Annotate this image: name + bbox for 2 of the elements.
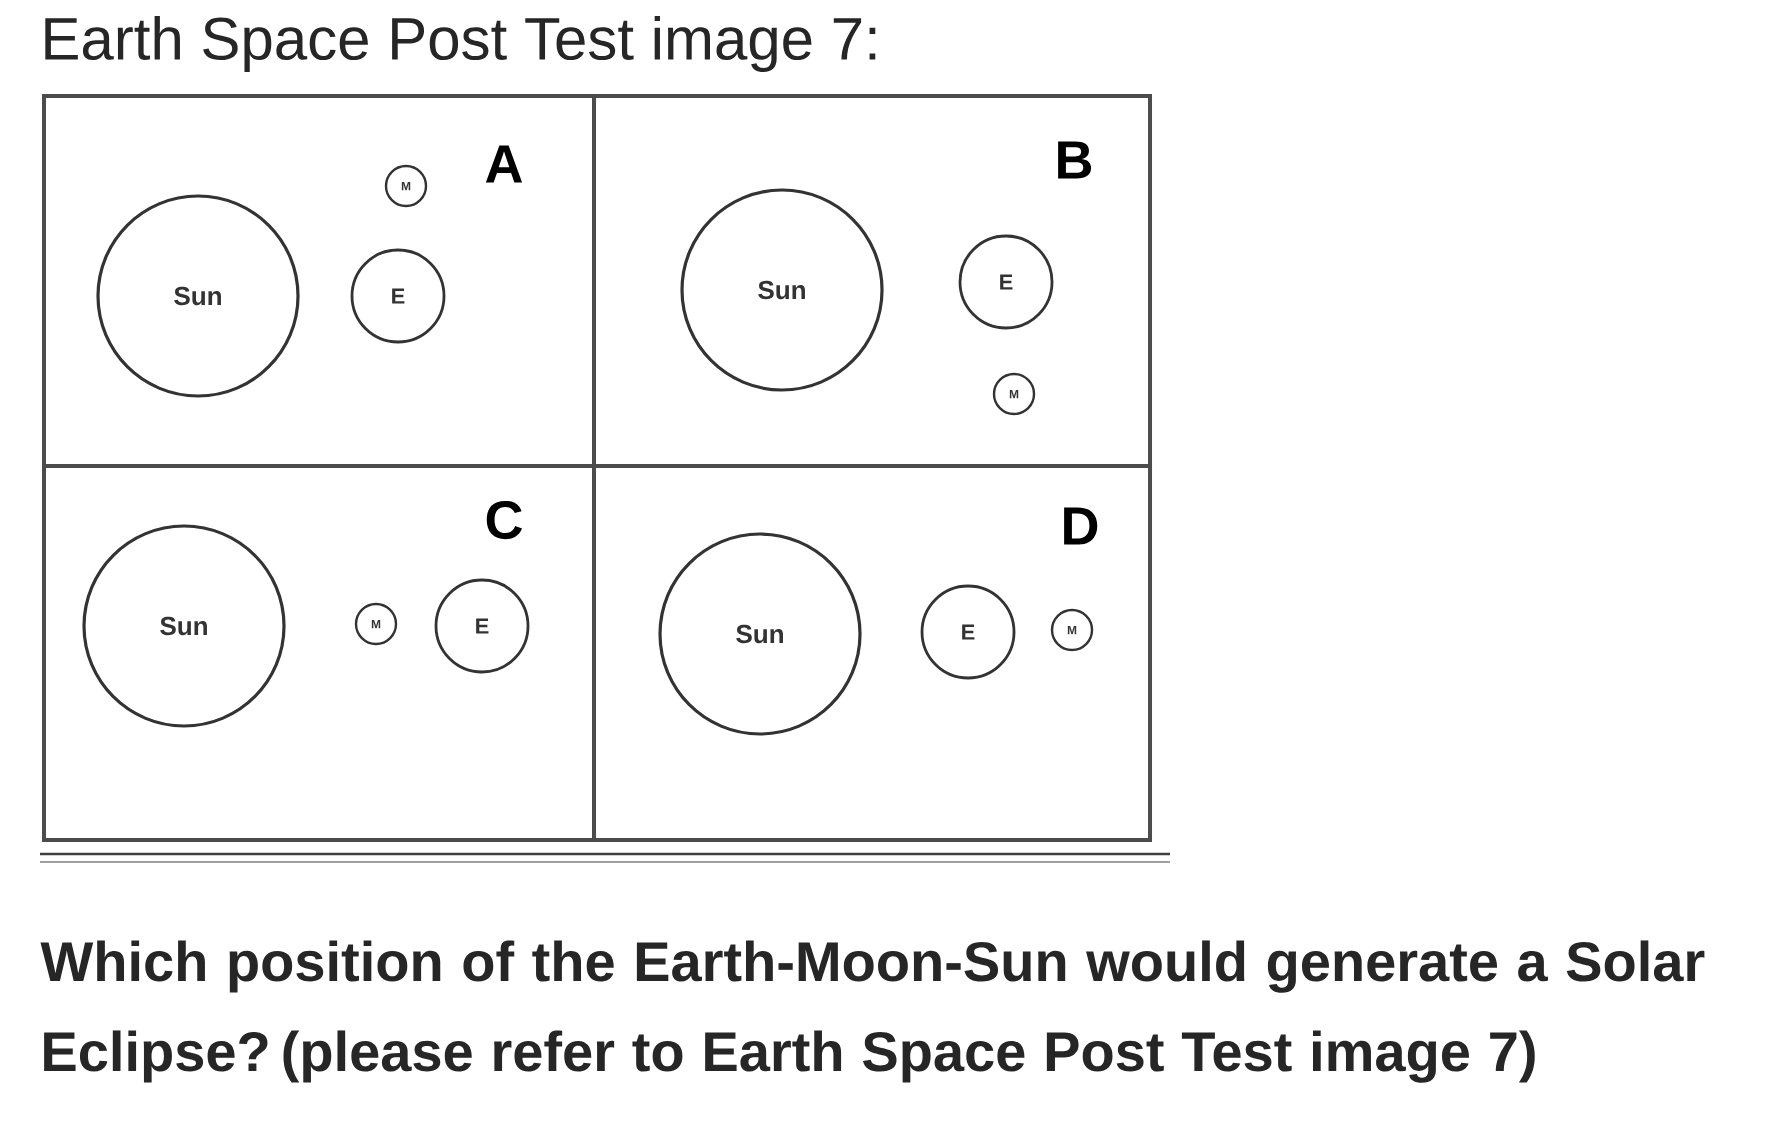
- question-text: Which position of the Earth-Moon-Sun would generate a Solar Eclipse? (please refer to Earth Space Post Test image 7): [40, 940, 1705, 1083]
- title: Earth Space Post Test image 7:: [45, 16, 876, 72]
